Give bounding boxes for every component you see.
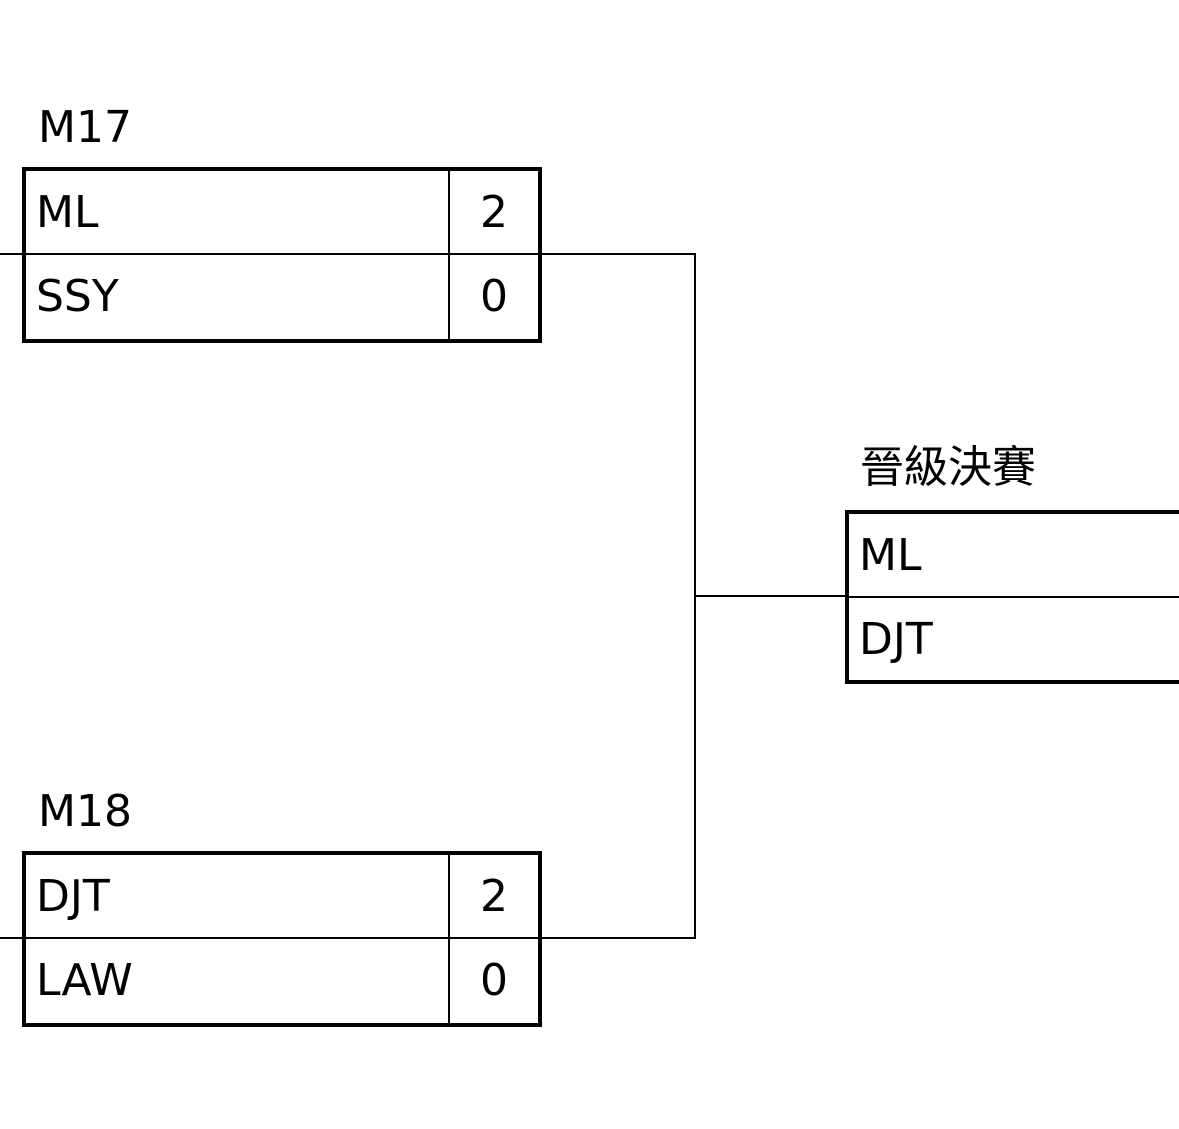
match-row: DJT 2 (26, 855, 538, 939)
match-box-m18: DJT 2 LAW 0 (22, 851, 542, 1027)
score-cell: 0 (448, 255, 538, 339)
match-row: SSY 0 (26, 255, 538, 339)
match-row: LAW 0 (26, 939, 538, 1023)
score-cell: 0 (448, 939, 538, 1023)
final-box: ML DJT (845, 510, 1179, 684)
team-score: 2 (480, 871, 508, 922)
final-title: 晉級決賽 (860, 442, 1036, 493)
score-cell: 2 (448, 171, 538, 253)
match-label-m18: M18 (38, 786, 132, 837)
incoming-line-m18 (0, 937, 24, 939)
match-row: ML 2 (26, 171, 538, 255)
team-score: 2 (480, 187, 508, 238)
team-name: SSY (36, 271, 119, 322)
score-cell: 2 (448, 855, 538, 937)
final-team-name: DJT (859, 614, 933, 665)
match-box-m17: ML 2 SSY 0 (22, 167, 542, 343)
final-row: DJT (849, 598, 1179, 682)
connector-to-final (694, 595, 847, 597)
connector-m18-horizontal (542, 937, 696, 939)
team-name: LAW (36, 955, 133, 1006)
team-name: DJT (36, 871, 110, 922)
team-score: 0 (480, 271, 508, 322)
incoming-line-m17 (0, 253, 24, 255)
final-team-name: ML (859, 530, 922, 581)
team-score: 0 (480, 955, 508, 1006)
final-row: ML (849, 514, 1179, 598)
connector-m17-horizontal (542, 253, 696, 255)
match-label-m17: M17 (38, 102, 132, 153)
team-name: ML (36, 187, 99, 238)
